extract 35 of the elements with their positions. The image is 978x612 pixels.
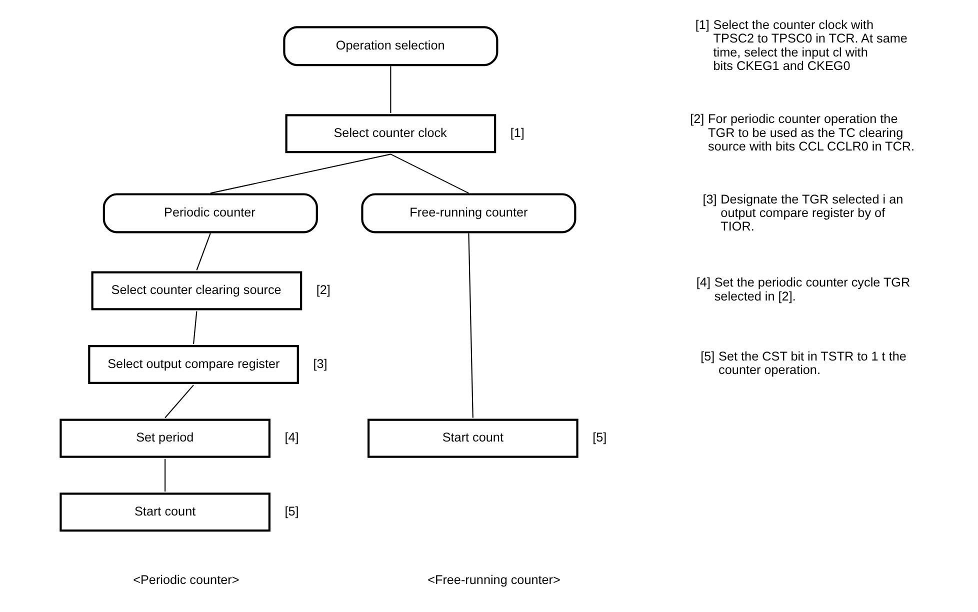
- node-label: [4]: [284, 430, 299, 445]
- node-box: Start count: [60, 492, 270, 532]
- node-box: Free-running counter: [361, 193, 576, 234]
- connector: [164, 458, 166, 492]
- label: [5]: [700, 349, 715, 364]
- node-label: [1]: [510, 126, 524, 140]
- node-box: Select counter clearing source: [91, 271, 302, 310]
- node-label: [5]: [284, 504, 299, 518]
- node-label: [2]: [316, 282, 330, 297]
- node-box: Set period: [60, 418, 270, 458]
- label: <Periodic counter>: [133, 572, 240, 587]
- label: [2]: [690, 112, 704, 126]
- label: [1]: [695, 18, 710, 32]
- connector: [196, 233, 211, 270]
- connector: [468, 233, 474, 418]
- connector: [164, 384, 194, 418]
- node-box: Select output compare register: [88, 345, 299, 384]
- label: Designate the TGR selected i an output compare register by of TIOR.: [720, 192, 904, 234]
- connector: [390, 66, 392, 114]
- label: Set the periodic counter cycle TGR selected in [2].: [714, 276, 910, 304]
- node-box: Operation selection: [283, 26, 498, 66]
- label: Select the counter clock with TPSC2 to TPSC0 in TCR. At same time, select the input cl with bits CKEG1 and CKEG0: [713, 18, 908, 73]
- node-box: Start count: [368, 418, 578, 458]
- node-box: Periodic counter: [102, 193, 318, 234]
- label: [3]: [702, 192, 717, 206]
- connector: [390, 154, 469, 194]
- label: [4]: [696, 276, 710, 290]
- connector: [193, 311, 198, 344]
- node-label: [5]: [592, 430, 607, 445]
- connector: [210, 154, 391, 194]
- node-box: Select counter clock: [285, 114, 496, 154]
- node-label: [3]: [313, 356, 328, 371]
- label: Set the CST bit in TSTR to 1 t the counter operation.: [718, 349, 906, 378]
- label: For periodic counter operation the TGR to be used as the TC clearing source with bits CCL CCLR0 in TCR.: [708, 112, 915, 154]
- label: <Free-running counter>: [428, 572, 560, 587]
